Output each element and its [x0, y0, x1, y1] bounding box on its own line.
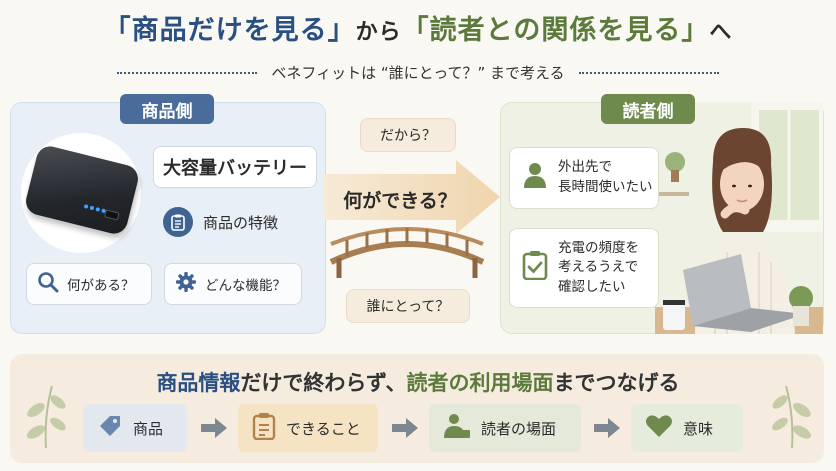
title-part-to: へ — [709, 20, 733, 45]
price-tag-icon — [97, 413, 123, 443]
flow-arrow-3-icon — [594, 418, 620, 438]
subtitle-row: ベネフィットは “誰にとって？” まで考える — [0, 62, 836, 83]
clipboard-icon — [163, 207, 193, 237]
flow-arrow-2-icon — [392, 418, 418, 438]
need-outdoor-text: 外出先で 長時間使いたい — [558, 159, 653, 195]
question-function-box: どんな機能？ — [164, 263, 302, 305]
question-function: どんな機能？ — [205, 278, 286, 294]
for-whom-text: 誰にとって？ — [366, 299, 450, 315]
bottom-title-product-info: 商品情報 — [156, 371, 241, 395]
reader-side-tag: 読者側 — [601, 94, 695, 124]
search-icon — [37, 271, 59, 297]
flow-step-reader-scene: 読者の場面 — [429, 404, 581, 452]
need-charging-box: 充電の頻度を 考えるうえで 確認したい — [509, 228, 659, 308]
divider-left — [117, 71, 258, 74]
so-what-bubble: だから？ — [360, 118, 456, 152]
gear-icon — [175, 271, 197, 297]
checklist-icon — [522, 250, 548, 287]
title-part-from: から — [355, 20, 402, 45]
for-whom-bubble: 誰にとって？ — [346, 289, 470, 323]
need-charging-text: 充電の頻度を 考えるうえで 確認したい — [558, 239, 639, 295]
product-name: 大容量バッテリー — [163, 158, 307, 179]
product-side-tag: 商品側 — [120, 94, 214, 124]
flow-arrow-1-icon — [201, 418, 227, 438]
main-title: 「商品だけを見る」から「読者との関係を見る」へ — [0, 8, 836, 47]
reader-illustration — [655, 102, 823, 334]
product-name-box: 大容量バッテリー — [153, 146, 317, 188]
leaf-decoration-right-icon — [772, 385, 812, 449]
heart-icon — [645, 413, 673, 443]
divider-right — [578, 71, 719, 74]
leaf-decoration-left-icon — [26, 385, 66, 449]
flow-step-meaning: 意味 — [631, 404, 743, 452]
person-icon — [522, 161, 548, 196]
big-right-arrow — [324, 160, 500, 234]
title-part-reader: 「読者との関係を見る」 — [401, 15, 710, 46]
flow-step-product: 商品 — [83, 404, 187, 452]
question-what: 何がある？ — [67, 278, 135, 294]
bottom-title-ending: までつなげる — [553, 371, 680, 395]
subtitle: ベネフィットは “誰にとって？” まで考える — [271, 64, 565, 82]
flow-step-product-label: 商品 — [133, 419, 164, 438]
flow-step-meaning-label: 意味 — [683, 419, 714, 438]
flow-step-capability: できること — [238, 404, 378, 452]
flow-step-capability-label: できること — [286, 419, 361, 438]
bottom-title-connector: だけで終わらず、 — [240, 371, 407, 395]
feature-label: 商品の特徴 — [203, 213, 279, 232]
feature-row: 商品の特徴 — [163, 207, 278, 237]
title-part-product: 「商品だけを見る」 — [103, 15, 356, 46]
clipboard-list-icon — [252, 412, 276, 444]
what-can-do-text: 何ができる？ — [343, 190, 457, 212]
bridge-illustration — [329, 227, 485, 278]
bottom-title: 商品情報だけで終わらず、読者の利用場面までつなげる — [0, 367, 836, 397]
person-laptop-icon — [443, 412, 471, 444]
need-outdoor-box: 外出先で 長時間使いたい — [509, 147, 659, 209]
bottom-title-reader-scene: 読者の利用場面 — [406, 371, 554, 395]
question-what-box: 何がある？ — [26, 263, 152, 305]
so-what-text: だから？ — [380, 128, 436, 144]
flow-step-reader-scene-label: 読者の場面 — [481, 419, 557, 438]
